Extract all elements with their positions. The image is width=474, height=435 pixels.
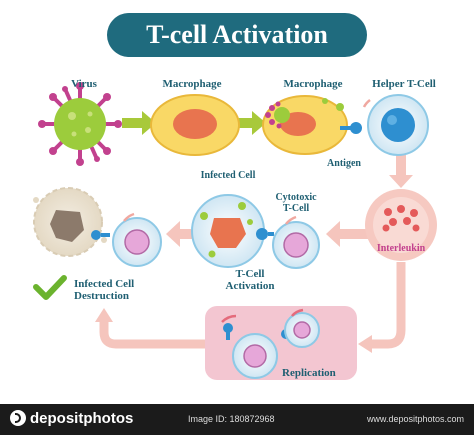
macrophage-with-virus — [262, 95, 348, 155]
image-id: Image ID: 180872968 — [188, 414, 275, 424]
arrow-macrophage-to-macrophage — [232, 111, 266, 135]
depositphotos-logo-icon — [10, 410, 26, 426]
macrophage-cell — [150, 94, 240, 156]
cytotoxic-t-cell-label-line2: T-Cell — [282, 203, 310, 214]
cytotoxic-t-cell — [256, 215, 320, 269]
cytotoxic-t-cell-label-line1: Cytotoxic — [275, 192, 317, 203]
interleukin-label: Interleukin — [376, 243, 426, 254]
stock-footer-bar: depositphotos Image ID: 180872968 www.de… — [0, 404, 474, 435]
infected-cell-destruction-label-line1: Infected Cell — [74, 278, 135, 290]
arrow-interleukin-to-replication — [358, 262, 406, 353]
destruction-t-cell — [91, 212, 162, 267]
arrow-virus-to-macrophage — [122, 111, 156, 135]
arrow-interleukin-to-activation — [326, 221, 370, 247]
arrow-replication-to-destruction — [95, 308, 205, 349]
infected-cell-label: Infected Cell — [200, 170, 256, 181]
arrow-activation-to-destruction — [166, 221, 198, 247]
t-cell-activation-label-line2: Activation — [225, 280, 275, 292]
brand-name: depositphotos — [30, 410, 134, 427]
diagram-title: T-cell Activation — [107, 13, 367, 57]
macrophage-label: Macrophage — [162, 78, 222, 90]
replication-label: Replication — [282, 367, 336, 379]
helper-t-cell — [340, 94, 429, 156]
virus-icon — [38, 82, 122, 166]
interleukin-cell — [365, 189, 437, 261]
helper-t-cell-label: Helper T-Cell — [372, 78, 436, 90]
replication-panel — [205, 306, 357, 380]
destroyed-cell — [33, 187, 107, 257]
infected-cell — [191, 194, 265, 268]
infected-cell-destruction-label-line2: Destruction — [74, 290, 129, 302]
site-url: www.depositphotos.com — [366, 414, 464, 424]
antigen-label: Antigen — [327, 158, 361, 169]
depositphotos-logo: depositphotos — [10, 410, 133, 427]
check-mark-icon — [33, 275, 67, 300]
arrow-helper-to-interleukin — [389, 155, 413, 188]
t-cell-activation-label-line1: T-Cell — [235, 268, 265, 280]
virus-label: Virus — [71, 78, 97, 90]
macrophage-label-2: Macrophage — [283, 78, 343, 90]
